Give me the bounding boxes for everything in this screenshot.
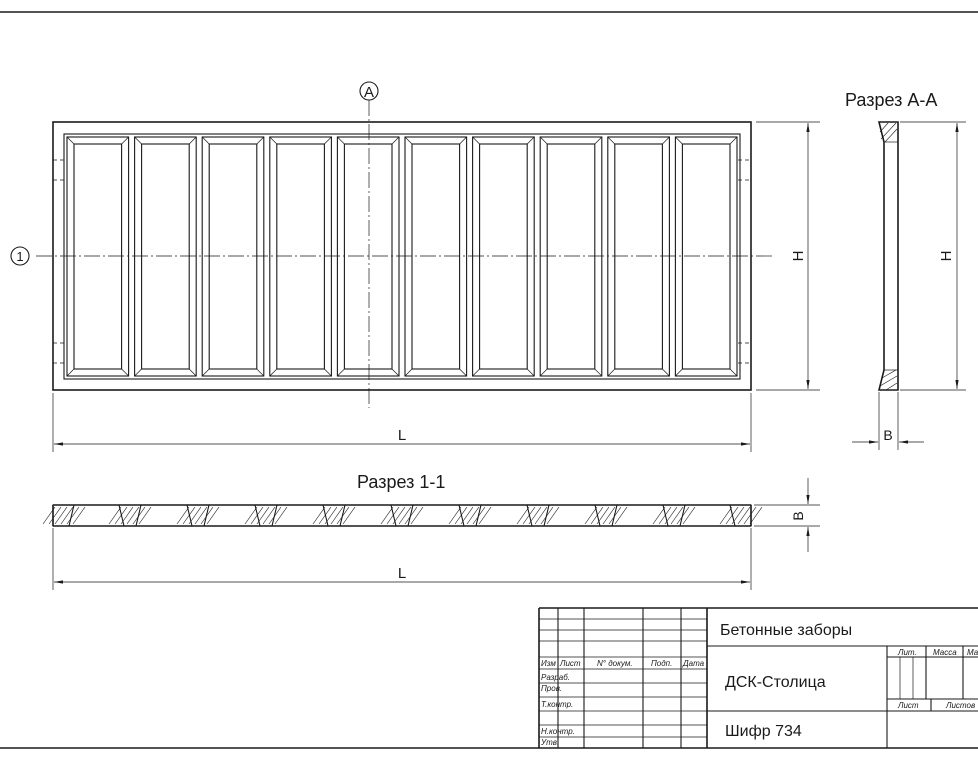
section-aa-title: Разрез А-А	[845, 90, 937, 110]
recess-panel	[607, 136, 670, 377]
svg-text:A: A	[364, 84, 374, 101]
svg-text:L: L	[398, 427, 406, 444]
tb-role-utv: Утв.	[540, 738, 559, 747]
svg-text:1: 1	[16, 249, 23, 264]
dimension-length-11: L	[52, 528, 752, 590]
recess-panel	[336, 136, 400, 377]
section-rib	[108, 504, 152, 527]
title-block: Изм Лист N° докум. Подп. Дата Разраб. Пр…	[538, 607, 978, 748]
title-block-rows	[539, 618, 707, 738]
tb-header-date: Дата	[682, 659, 705, 668]
recess-panel	[539, 136, 603, 377]
dimension-thickness-11: B	[754, 478, 820, 552]
svg-text:B: B	[883, 427, 892, 443]
dimension-height-aa: H	[900, 121, 966, 391]
section-rib	[176, 504, 220, 527]
tb-header-sign: Подп.	[651, 659, 672, 668]
section-rib	[244, 504, 288, 527]
tb-role-nkontr: Н.контр.	[541, 727, 575, 736]
section-11: Разрез 1-1 B L	[42, 472, 820, 590]
section-11-ribs	[42, 504, 763, 527]
section-aa-hatching	[879, 122, 898, 391]
tb-header-izm: Изм	[541, 659, 556, 668]
tb-header-list: Лист	[559, 659, 581, 668]
recess-panel	[269, 136, 332, 377]
tb-scale: Ма	[967, 648, 978, 657]
section-marker-a: A	[359, 81, 379, 101]
section-11-title: Разрез 1-1	[357, 472, 445, 492]
tb-role-razrab: Разраб.	[541, 673, 570, 682]
section-marker-1: 1	[10, 246, 30, 266]
tb-mass: Масса	[933, 648, 957, 657]
tb-header-doc: N° докум.	[597, 659, 633, 668]
section-rib	[312, 504, 356, 527]
recess-panel	[404, 136, 468, 377]
tb-sheet: Лист	[897, 701, 919, 710]
tb-role-prov: Пров.	[541, 684, 562, 693]
dimension-length-front: L	[52, 393, 752, 452]
front-view: A 1 H L	[10, 81, 820, 452]
dimension-width-aa: B	[852, 392, 924, 450]
recess-panel	[134, 136, 197, 377]
svg-text:H: H	[938, 251, 955, 262]
recess-panel	[472, 136, 535, 377]
section-rib	[652, 504, 696, 527]
section-rib	[584, 504, 628, 527]
tb-lit: Лит.	[897, 648, 917, 657]
section-aa: Разрез А-А H B	[845, 90, 966, 450]
svg-text:L: L	[398, 565, 406, 582]
section-rib	[719, 504, 763, 527]
tb-code: Шифр 734	[725, 723, 802, 740]
section-rib	[448, 504, 492, 527]
tb-designation: Бетонные заборы	[720, 622, 852, 639]
svg-text:H: H	[790, 251, 807, 262]
recess-panel	[201, 136, 265, 377]
hidden-lines	[53, 159, 751, 364]
tb-role-tkontr: Т.контр.	[541, 700, 573, 709]
tb-sheets: Листов	[945, 701, 975, 710]
panel-inner-frame	[63, 133, 741, 380]
section-rib	[516, 504, 560, 527]
panel-recesses	[66, 136, 738, 377]
dimension-height-front: H	[756, 121, 820, 391]
section-aa-profile	[877, 121, 899, 391]
section-rib	[42, 504, 86, 527]
section-rib	[380, 504, 424, 527]
tb-organization: ДСК-Столица	[725, 674, 826, 691]
recess-panel	[674, 136, 738, 377]
svg-text:B: B	[790, 511, 806, 520]
recess-panel	[66, 136, 130, 377]
